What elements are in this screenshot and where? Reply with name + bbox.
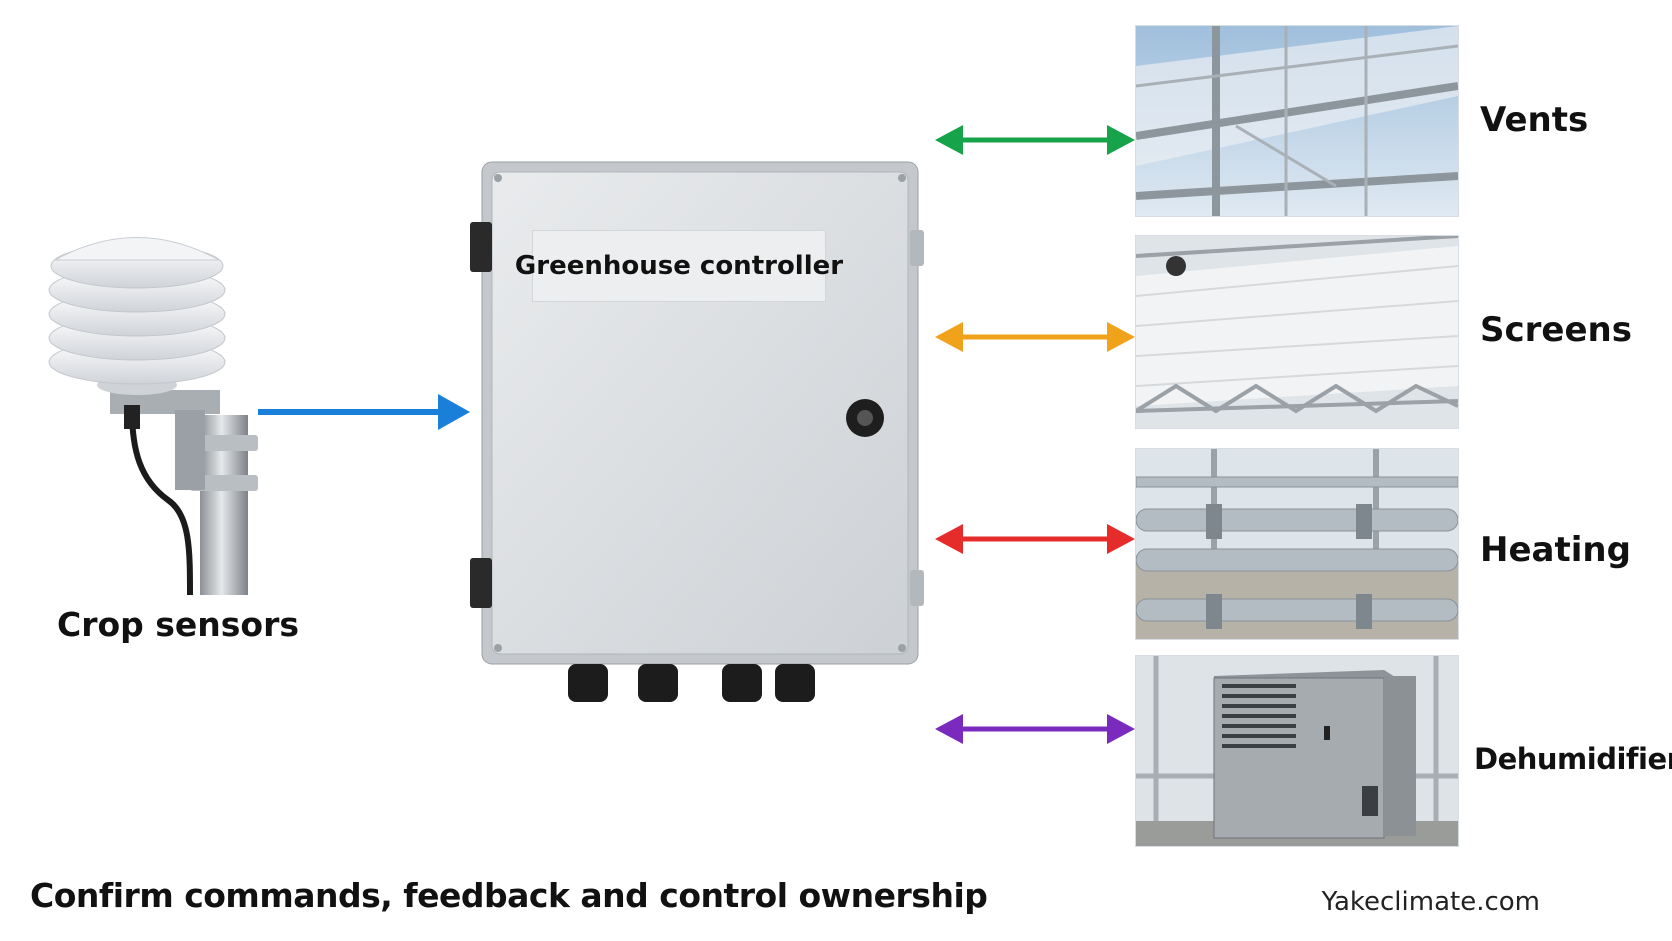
vents-arrow [935, 123, 1135, 157]
dehumidifier-arrow [935, 712, 1135, 746]
heating-arrow [935, 522, 1135, 556]
heating-pipes-photo [1135, 448, 1459, 640]
controller-enclosure: Greenhouse controller [470, 160, 930, 705]
sensor-to-controller-arrow [258, 392, 473, 432]
vents-photo [1135, 25, 1459, 217]
screens-label: Screens [1480, 310, 1632, 350]
controller-nameplate: Greenhouse controller [515, 230, 843, 302]
footer-caption: Confirm commands, feedback and control o… [30, 876, 988, 915]
screens-arrow [935, 320, 1135, 354]
heating-label: Heating [1480, 530, 1631, 570]
screens-photo [1135, 235, 1459, 429]
crop-sensor-image [40, 220, 280, 600]
controller-label: Greenhouse controller [514, 251, 844, 281]
vents-label: Vents [1480, 100, 1589, 140]
dehumidifier-photo [1135, 655, 1459, 847]
footer-brand: Yakeclimate.com [1321, 887, 1540, 917]
dehumidifier-label: Dehumidifier [1474, 742, 1672, 776]
crop-sensors-label: Crop sensors [57, 605, 300, 644]
